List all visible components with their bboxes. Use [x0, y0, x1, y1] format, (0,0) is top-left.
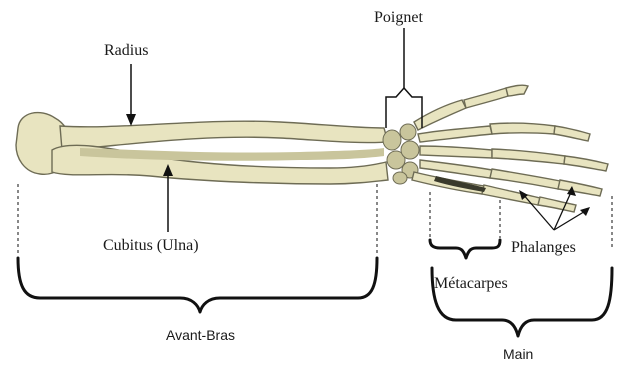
avant-bras-brace: [18, 258, 377, 312]
avant-bras-label: Avant-Bras: [166, 327, 235, 343]
middle-distal-phalanx: [564, 156, 608, 171]
ring-phalanx: [490, 169, 560, 189]
middle-phalanx: [492, 149, 565, 164]
carpal-bone: [393, 172, 407, 184]
index-phalanx: [490, 123, 555, 134]
thumb-phalanx: [464, 88, 508, 108]
radius-bone: [60, 121, 388, 150]
index-middle-phalanx: [554, 126, 590, 141]
metacarpes-label: Métacarpes: [434, 275, 508, 292]
main-label: Main: [503, 346, 533, 362]
radius-label: Radius: [104, 42, 148, 59]
radius-arrowhead: [126, 114, 136, 126]
phalanges-arrowhead: [580, 207, 590, 216]
carpal-bone: [400, 124, 416, 140]
little-phalanx: [482, 185, 540, 205]
cubitus-label: Cubitus (Ulna): [103, 237, 199, 254]
hand-bones: [412, 85, 608, 212]
index-metacarpal: [418, 126, 492, 142]
metacarpes-brace: [430, 240, 500, 258]
middle-metacarpal: [420, 146, 492, 158]
labels: Radius Poignet Cubitus (Ulna) Phalanges …: [103, 9, 576, 362]
poignet-label: Poignet: [374, 9, 423, 26]
carpal-bone: [401, 141, 419, 159]
little-distal-phalanx: [538, 197, 576, 212]
phalanges-label: Phalanges: [511, 239, 576, 256]
ring-distal-phalanx: [558, 180, 602, 196]
thumb-tip: [506, 85, 528, 96]
carpal-bone: [383, 130, 401, 150]
forearm-bones: [16, 113, 388, 184]
